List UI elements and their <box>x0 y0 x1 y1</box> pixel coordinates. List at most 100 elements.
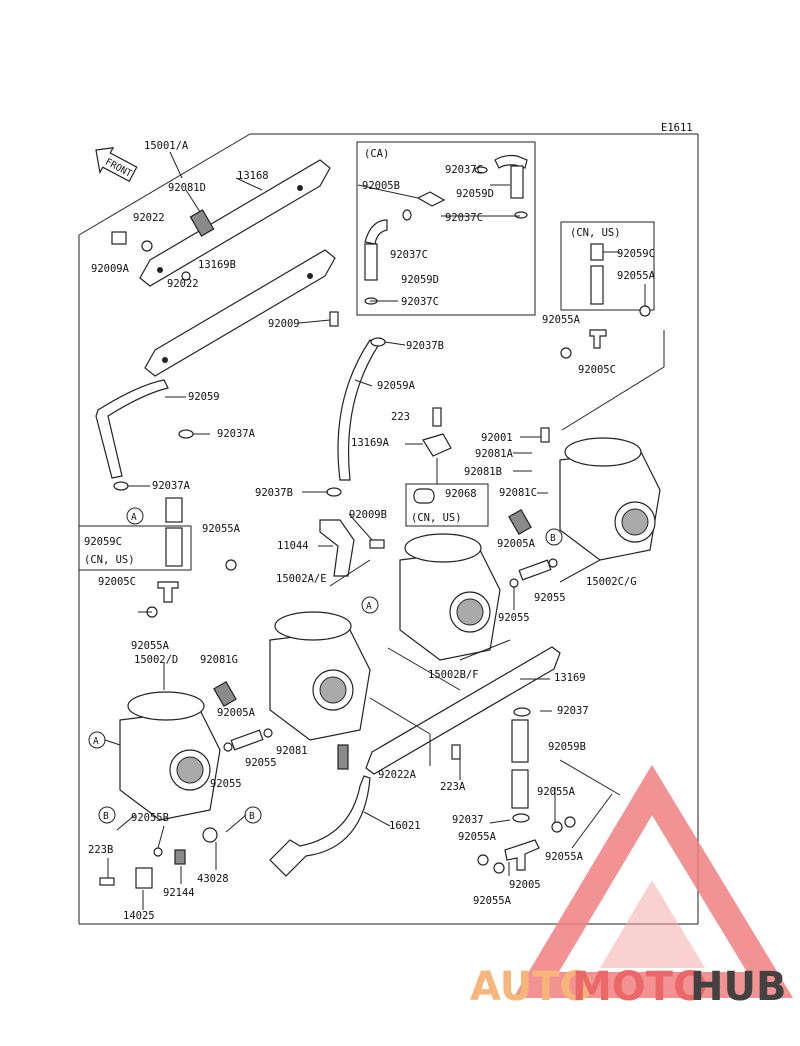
label-13169a: 13169A <box>351 437 390 449</box>
label-223: 223 <box>391 411 410 423</box>
watermark-inner-icon <box>600 880 705 968</box>
label-16021: 16021 <box>389 820 421 832</box>
diagram-code: E1611 <box>661 122 693 134</box>
label-92001: 92001 <box>481 432 513 444</box>
clamp-92037 <box>513 707 531 717</box>
clamp-92037a-a <box>178 429 194 439</box>
hose-92059c-b <box>165 527 183 567</box>
cnus-oring-1 <box>639 305 651 317</box>
label-92068: 92068 <box>445 488 477 500</box>
label-92022-a: 92022 <box>133 212 165 224</box>
tee-92005 <box>504 839 540 871</box>
cnus-tee-fitting <box>589 329 607 349</box>
label-92081b: 92081B <box>464 466 502 478</box>
svg-text:A: A <box>366 601 372 612</box>
watermark-text-hub: HUB <box>690 964 786 1010</box>
watermark-text-auto: AUTO <box>470 964 594 1010</box>
oring-92055a-l <box>225 559 237 571</box>
callout-b-3: B <box>244 806 262 824</box>
label-92068-region: (CN, US) <box>411 512 462 524</box>
cnus-hose-a <box>590 243 604 261</box>
label-13169: 13169 <box>554 672 586 684</box>
label-15002b-f: 15002B/F <box>428 669 479 681</box>
label-92055a-a: 92055A <box>617 270 656 282</box>
hose-92059a <box>337 339 379 481</box>
label-92037a-a: 92037A <box>217 428 256 440</box>
callout-b-2: B <box>98 806 116 824</box>
washer-92022b <box>181 271 191 281</box>
label-92005b: 92005B <box>362 180 400 192</box>
label-92055a-r4: 92055A <box>473 895 512 907</box>
label-92009b: 92009B <box>349 509 387 521</box>
ca-hose-lower <box>364 243 378 281</box>
cap-92068 <box>413 488 435 504</box>
oring-92055a-r1 <box>551 821 563 833</box>
hose-92059 <box>95 379 169 479</box>
label-92055a-r1: 92055A <box>537 786 576 798</box>
label-92081g: 92081G <box>200 654 238 666</box>
callout-a-3: A <box>88 731 106 749</box>
label-92055a-r3: 92055A <box>545 851 584 863</box>
cnus-box-92059c <box>78 525 192 571</box>
hose-92059b-b <box>511 769 529 809</box>
label-92059a: 92059A <box>377 380 416 392</box>
cnus-oring-2 <box>560 347 572 359</box>
bolt-92009a <box>111 231 127 245</box>
carburetor-d <box>119 691 221 821</box>
label-92037-b: 92037 <box>452 814 484 826</box>
ca-clamp-2 <box>514 211 528 219</box>
label-92081: 92081 <box>276 745 308 757</box>
label-15002-d: 15002/D <box>134 654 178 666</box>
bolt-92009b <box>369 539 385 549</box>
carburetor-a-e <box>269 611 371 741</box>
label-92055-r1: 92055 <box>534 592 566 604</box>
bolt-92009 <box>329 311 339 327</box>
ca-box-frame <box>356 141 536 316</box>
spring-92144 <box>174 849 186 865</box>
svg-text:B: B <box>550 533 556 544</box>
oring-92055a-r3 <box>477 854 489 866</box>
oring-92055-r1 <box>509 578 519 588</box>
label-223a: 223A <box>440 781 466 793</box>
label-92037b-bot: 92037B <box>255 487 293 499</box>
clamp-92037-b <box>512 813 530 823</box>
oring-92055-r2 <box>548 558 558 568</box>
spring-92081d <box>189 209 215 237</box>
label-92059c: 92059C <box>617 248 655 260</box>
front-arrow-icon: FRONT <box>95 146 138 183</box>
washer-92022a <box>141 240 153 252</box>
label-92081c: 92081C <box>499 487 537 499</box>
cnus-box-92068 <box>405 483 489 527</box>
cnus-region-label: (CN, US) <box>570 227 621 239</box>
label-13168: 13168 <box>237 170 269 182</box>
label-92009: 92009 <box>268 318 300 330</box>
label-223b: 223B <box>88 844 113 856</box>
svg-text:A: A <box>131 512 137 523</box>
label-92055a-r2: 92055A <box>458 831 497 843</box>
tee-92005c-l <box>157 581 179 603</box>
oring-92055a-r2 <box>564 816 576 828</box>
label-15002c-g: 15002C/G <box>586 576 637 588</box>
leader-lines <box>104 151 665 910</box>
frame-diagonal <box>78 133 251 236</box>
label-92055a-l2: 92055A <box>131 640 170 652</box>
ca-clamp-1 <box>474 166 488 174</box>
label-92055b: 92055B <box>131 812 169 824</box>
label-13169b: 13169B <box>198 259 236 271</box>
label-14025: 14025 <box>123 910 155 922</box>
watermark-triangle-icon <box>513 764 794 998</box>
label-92059: 92059 <box>188 391 220 403</box>
hose-92059c-a <box>165 497 183 523</box>
joint-92005a-r <box>518 559 552 581</box>
svg-text:B: B <box>103 811 109 822</box>
label-92059c-l: 92059C <box>84 536 122 548</box>
spring-92081g <box>213 681 237 707</box>
carburetor-c-g <box>559 437 661 561</box>
label-92022a: 92022A <box>378 769 417 781</box>
cable-16021 <box>269 775 371 877</box>
label-92009a: 92009A <box>91 263 130 275</box>
cnus-box: (CN, US) 92059C 92055A 92055A 92005C <box>542 221 656 376</box>
fuel-rail-upper <box>139 159 331 287</box>
